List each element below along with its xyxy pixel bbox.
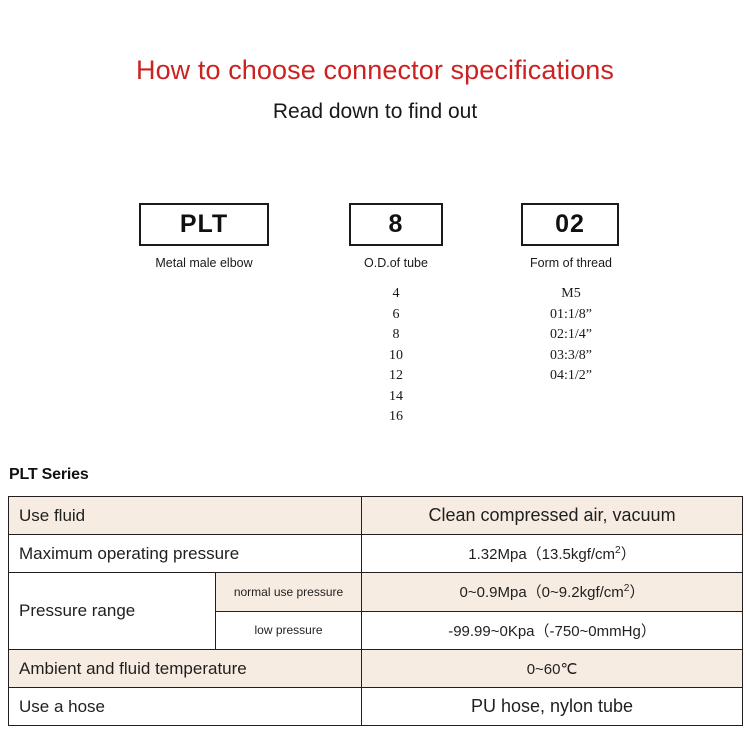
spec-value-text: 1.32Mpa（13.5kgf/cm <box>468 546 616 563</box>
option-od-4: 4 <box>392 286 400 301</box>
code-box-model: PLT <box>139 203 269 246</box>
spec-value-use-a-hose: PU hose, nylon tube <box>361 687 744 726</box>
table-row: Maximum operating pressure 1.32Mpa（13.5k… <box>7 534 744 573</box>
spec-value-max-operating-pressure: 1.32Mpa（13.5kgf/cm2） <box>361 534 744 573</box>
option-thread-04: 04:1/2” <box>550 368 592 383</box>
option-list-od: 4 6 8 10 12 14 16 <box>341 284 451 428</box>
table-row: Use fluid Clean compressed air, vacuum <box>7 496 744 535</box>
spec-value-superscript: 2 <box>623 583 630 595</box>
spec-value-ambient-fluid-temperature: 0~60℃ <box>361 649 744 688</box>
spec-value-normal-use-pressure: 0~0.9Mpa（0~9.2kgf/cm2） <box>361 572 744 612</box>
spec-sublabel-low-pressure: low pressure <box>214 610 363 650</box>
spec-value-superscript: 2 <box>615 545 621 556</box>
series-heading: PLT Series <box>9 466 89 483</box>
spec-label-ambient-fluid-temperature: Ambient and fluid temperature <box>7 649 363 688</box>
option-od-10: 10 <box>389 347 403 363</box>
spec-label-pressure-range: Pressure range <box>8 572 216 650</box>
spec-label-max-operating-pressure: Maximum operating pressure <box>7 534 363 573</box>
specification-table: Use fluid Clean compressed air, vacuum M… <box>7 496 744 726</box>
option-od-8: 8 <box>392 327 400 342</box>
table-row: Ambient and fluid temperature 0~60℃ <box>7 649 744 688</box>
page-title: How to choose connector specifications <box>135 55 615 85</box>
spec-label-use-fluid: Use fluid <box>7 496 363 535</box>
option-thread-m5: M5 <box>561 286 581 301</box>
table-row: Use a hose PU hose, nylon tube <box>7 687 744 726</box>
option-od-6: 6 <box>392 306 400 322</box>
code-caption-thread: Form of thread <box>530 256 612 270</box>
option-od-14: 14 <box>389 388 403 404</box>
spec-value-text: 0~0.9Mpa（0~9.2kgf/cm <box>459 584 624 602</box>
option-thread-03: 03:3/8” <box>550 347 592 363</box>
spec-value-use-fluid: Clean compressed air, vacuum <box>361 496 744 535</box>
option-od-12: 12 <box>389 368 403 383</box>
code-box-thread: 02 <box>521 203 619 246</box>
code-box-od: 8 <box>349 203 443 246</box>
spec-label-use-a-hose: Use a hose <box>7 687 363 726</box>
option-od-16: 16 <box>389 409 403 424</box>
option-list-thread: M5 01:1/8” 02:1/4” 03:3/8” 04:1/2” <box>508 284 634 387</box>
code-caption-od: O.D.of tube <box>364 256 428 270</box>
spec-value-tail: ） <box>620 546 636 563</box>
spec-value-low-pressure: -99.99~0Kpa（-750~0mmHg） <box>361 610 744 650</box>
table-row: Pressure range normal use pressure 0~0.9… <box>8 572 744 650</box>
spec-value-tail: ） <box>629 584 645 602</box>
option-thread-01: 01:1/8” <box>550 306 592 322</box>
code-caption-model: Metal male elbow <box>155 256 253 270</box>
spec-sublabel-normal-use-pressure: normal use pressure <box>214 572 363 612</box>
page-subtitle: Read down to find out <box>272 100 478 123</box>
option-thread-02: 02:1/4” <box>550 327 592 342</box>
